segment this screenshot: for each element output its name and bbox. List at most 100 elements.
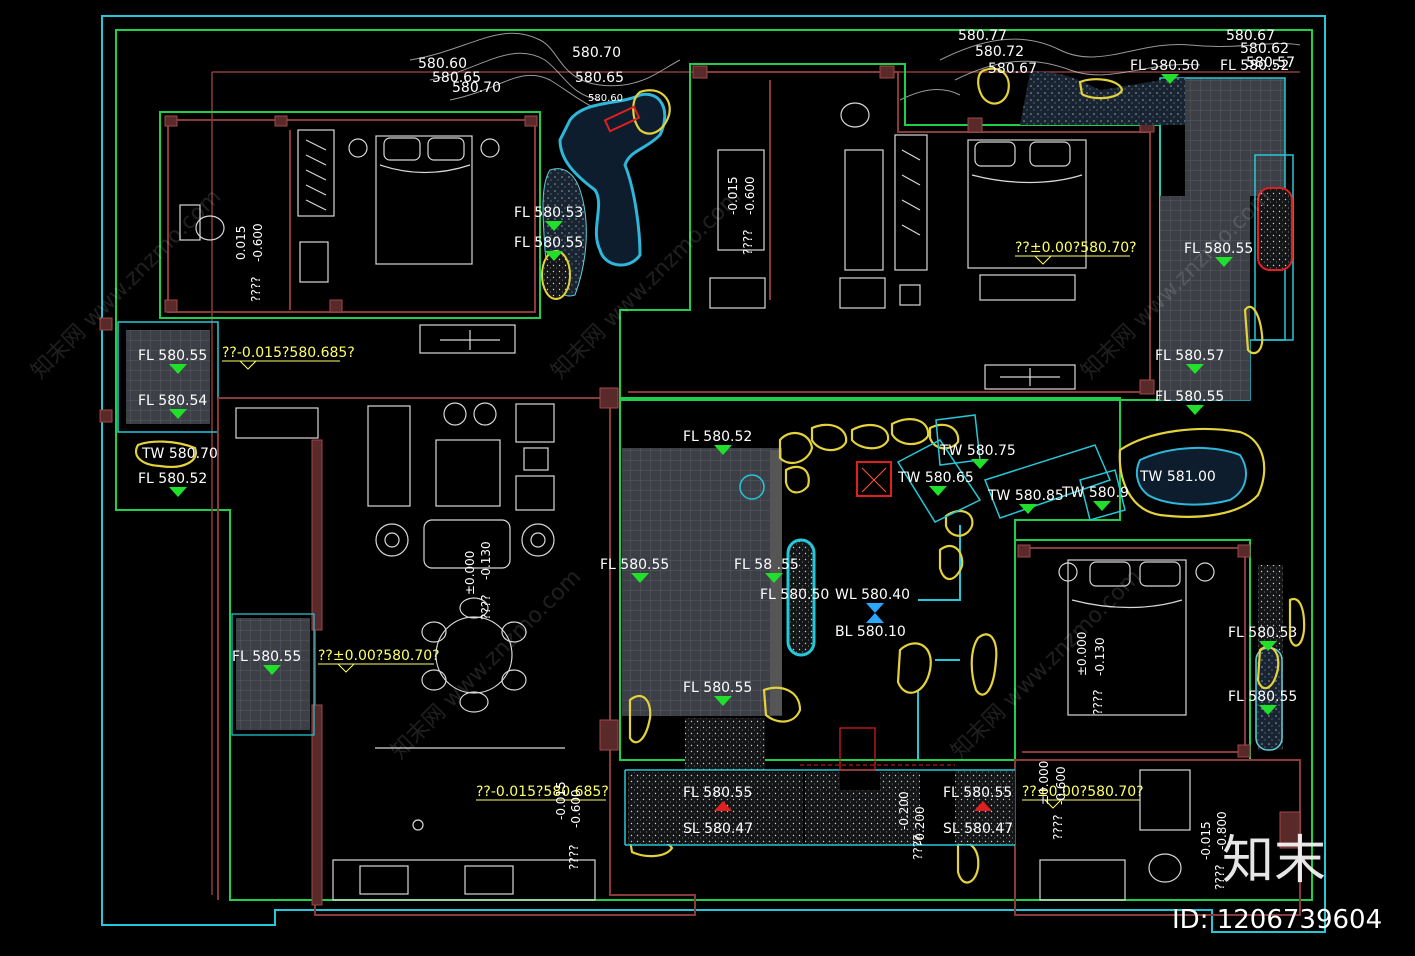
level-label: FL 580.55	[232, 649, 301, 665]
level-label: FL 580.55	[943, 785, 1012, 801]
bathroom-se	[1014, 759, 1301, 916]
level-marker-icon	[1019, 504, 1037, 514]
contour-label: 580.65	[432, 70, 481, 86]
level-marker-icon	[545, 251, 563, 261]
dim: -0.130	[479, 541, 493, 580]
level-marker-icon	[714, 696, 732, 706]
dim: ????	[911, 835, 925, 860]
annotation: ??-0.015?580.685?	[476, 784, 609, 800]
level-label: TW 580.70	[141, 446, 218, 462]
level-label: FL 580.57	[1155, 348, 1224, 364]
level-label: FL 580.54	[138, 393, 207, 409]
level-label: FL 580.55	[1184, 241, 1253, 257]
level-marker-icon	[714, 445, 732, 455]
contour-label: 580.67	[1226, 28, 1275, 44]
dim: ????	[1213, 865, 1227, 890]
level-marker-icon	[1093, 501, 1111, 511]
dim: 0.015	[234, 226, 248, 260]
level-label: SL 580.47	[943, 821, 1013, 837]
level-label: FL 580.50	[760, 587, 829, 603]
contour-label: 580.62	[1240, 41, 1289, 57]
contour-label: 580.67	[988, 61, 1037, 77]
dim: ????	[479, 595, 493, 620]
level-marker-icon	[169, 487, 187, 497]
level-markers: FL 580.50 FL 580.52 FL 580.53 FL 580.55 FL 5…	[138, 58, 1297, 837]
level-label: FL 580.55	[683, 785, 752, 801]
level-marker-icon	[545, 221, 563, 231]
level-marker-icon	[631, 573, 649, 583]
level-label: FL 580.53	[514, 205, 583, 221]
level-label: FL 580.55	[514, 235, 583, 251]
branding: 知末 ID: 1206739604	[1172, 831, 1382, 935]
level-marker-icon	[263, 665, 281, 675]
contour-label: 580.70	[452, 80, 501, 96]
dim: -0.015	[1199, 821, 1213, 860]
level-label: FL 58 .55	[734, 557, 799, 573]
bedroom-1	[159, 111, 541, 354]
level-marker-icon	[974, 801, 992, 811]
level-label: FL 580.53	[1228, 625, 1297, 641]
level-label: FL 580.52	[138, 471, 207, 487]
level-marker-icon	[1259, 705, 1277, 715]
level-marker-icon	[866, 603, 884, 623]
toilet-2	[840, 102, 870, 128]
dim: -0.600	[569, 789, 583, 828]
dim: -0.800	[1215, 811, 1229, 850]
west-path	[231, 613, 315, 736]
dim: -0.130	[1093, 637, 1107, 676]
level-label: BL 580.10	[835, 624, 906, 640]
dim: -0.015	[726, 176, 740, 215]
dim: ????	[1051, 815, 1065, 840]
level-marker-icon	[714, 801, 732, 811]
watermark-5: 知末网 www.znzmo.com	[947, 564, 1147, 764]
tw-walls	[896, 414, 1126, 523]
level-marker-icon	[1161, 74, 1179, 84]
dim: ±0.000	[1075, 632, 1089, 676]
dim: -0.200	[897, 791, 911, 830]
living-dining	[217, 387, 696, 916]
level-label: FL 580.55	[1155, 389, 1224, 405]
dim: -0.200	[913, 806, 927, 845]
level-label: FL 580.55	[1228, 689, 1297, 705]
level-label: FL 580.50	[1130, 58, 1199, 74]
dim: ????	[1091, 690, 1105, 715]
annotation: ??±0.00?580.70?	[318, 648, 440, 664]
dim: -0.600	[743, 176, 757, 215]
level-label: FL 580.55	[600, 557, 669, 573]
contour-label: 580.60	[418, 56, 467, 72]
level-marker-icon	[929, 486, 947, 496]
annotation: ??±0.00?580.70?	[1015, 240, 1137, 256]
contour-label: 580.60	[588, 93, 623, 104]
level-label: WL 580.40	[835, 587, 910, 603]
dim: ±0.000	[463, 551, 477, 595]
level-marker-icon	[1186, 364, 1204, 374]
bed-2	[967, 139, 1087, 269]
level-label: FL 580.55	[683, 680, 752, 696]
image-id: ID: 1206739604	[1172, 905, 1382, 935]
contour-lines	[409, 32, 1301, 113]
bed-3	[1067, 559, 1187, 716]
rockery	[628, 418, 1266, 884]
annotation: ??±0.00?580.70?	[1022, 784, 1144, 800]
contour-label: 580.70	[572, 45, 621, 61]
toilet-3	[1148, 853, 1182, 883]
west-entry	[99, 317, 219, 468]
bedroom-3	[1014, 539, 1306, 761]
contour-label: 580.72	[975, 44, 1024, 60]
level-marker-icon	[1215, 257, 1233, 267]
contour-label: 580.65	[575, 70, 624, 86]
level-marker-icon	[765, 573, 783, 583]
east-deck	[977, 67, 1294, 401]
dining-table	[435, 616, 513, 694]
dim: -0.600	[251, 223, 265, 262]
dim: ????	[741, 230, 755, 255]
contour-label: 580.57	[1246, 55, 1295, 71]
level-marker-icon	[1186, 405, 1204, 415]
dim: -0.015	[554, 781, 568, 820]
dim: ????	[249, 277, 263, 302]
contour-label: 580.77	[958, 28, 1007, 44]
level-marker-icon	[169, 364, 187, 374]
level-label: TW 581.00	[1139, 469, 1216, 485]
level-marker-icon	[169, 409, 187, 419]
pond-north	[541, 89, 671, 300]
